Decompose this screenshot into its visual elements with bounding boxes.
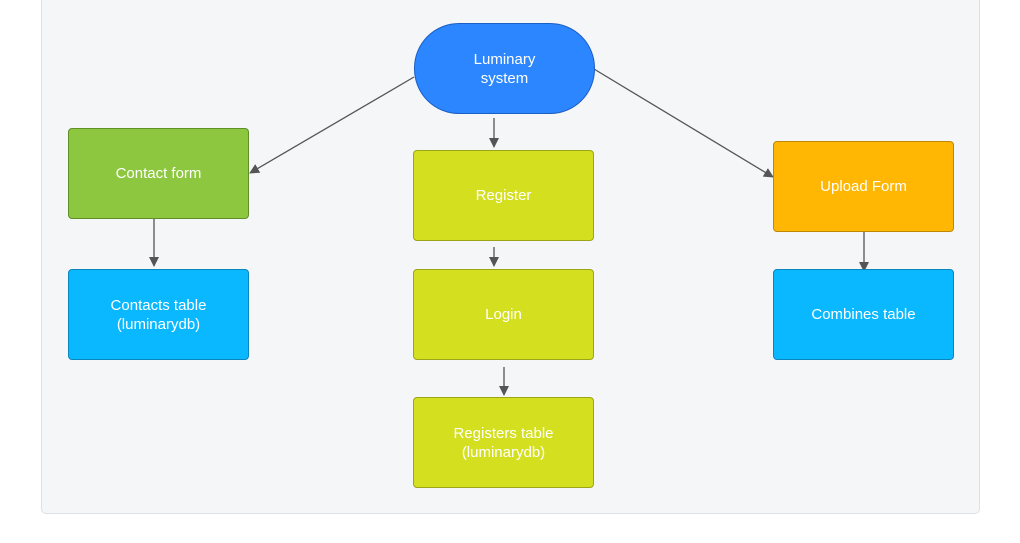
node-upload-form[interactable]: Upload Form (773, 141, 954, 232)
edge-root-to-contact-form (249, 76, 415, 174)
node-combines-table[interactable]: Combines table (773, 269, 954, 360)
node-contact-form[interactable]: Contact form (68, 128, 249, 219)
node-luminary-system[interactable]: Luminary system (414, 23, 595, 114)
node-login[interactable]: Login (413, 269, 594, 360)
node-register[interactable]: Register (413, 150, 594, 241)
node-contacts-table[interactable]: Contacts table (luminarydb) (68, 269, 249, 360)
edge-root-to-upload-form (593, 68, 774, 178)
node-registers-table[interactable]: Registers table (luminarydb) (413, 397, 594, 488)
